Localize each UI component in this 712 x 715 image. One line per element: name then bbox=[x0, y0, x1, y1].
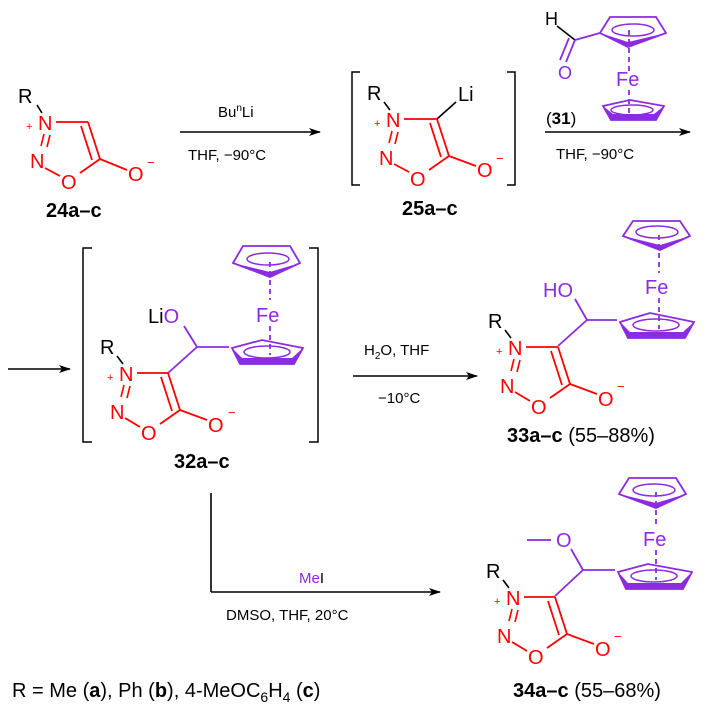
plus-charge: + bbox=[107, 372, 113, 384]
hydroxyl-group: HO bbox=[543, 280, 573, 302]
atom-n1: N bbox=[38, 113, 52, 135]
compound-34: Fe O R N + O − O N 34a–c (55–68%) bbox=[486, 477, 694, 702]
atom-o-exo: O bbox=[477, 160, 493, 182]
conditions-1: THF, −90°C bbox=[188, 147, 266, 164]
atom-n2: N bbox=[500, 376, 514, 398]
atom-n2: N bbox=[110, 402, 124, 424]
r-group: R bbox=[100, 337, 114, 359]
minus-charge: − bbox=[614, 629, 622, 644]
compound-25: R N + Li O − O N 25a–c bbox=[351, 71, 516, 220]
atom-o-ring: O bbox=[61, 172, 77, 194]
atom-o-exo: O bbox=[595, 639, 611, 661]
reagent-mei: MeI bbox=[299, 570, 324, 587]
atom-n1: N bbox=[508, 338, 522, 360]
label-33: 33a–c (55–88%) bbox=[507, 425, 655, 447]
atom-o-ring: O bbox=[410, 169, 426, 191]
label-24: 24a–c bbox=[46, 200, 102, 222]
atom-o-ring: O bbox=[528, 647, 544, 669]
atom-o-ring: O bbox=[141, 423, 157, 445]
r-group: R bbox=[488, 311, 502, 333]
atom-o-exo: O bbox=[598, 389, 614, 411]
plus-charge: + bbox=[374, 118, 380, 130]
plus-charge: + bbox=[494, 596, 500, 608]
atom-n1: N bbox=[506, 588, 520, 610]
atom-o-exo: O bbox=[208, 415, 224, 437]
atom-h: H bbox=[545, 9, 558, 29]
minus-charge: − bbox=[496, 151, 504, 166]
minus-charge: − bbox=[228, 405, 236, 420]
compound-31: H O Fe bbox=[545, 9, 668, 121]
atom-n1: N bbox=[386, 110, 400, 132]
atom-n2: N bbox=[30, 151, 44, 173]
compound-24: R N + O − O N 24a–c bbox=[18, 86, 155, 222]
reaction-arrow-1: BunLi THF, −90°C bbox=[180, 103, 321, 164]
atom-o-ring: O bbox=[531, 397, 547, 419]
bracket-right bbox=[309, 247, 319, 443]
compound-32: Fe LiO R N + O − O N 32a–c bbox=[82, 245, 319, 473]
conditions-3: −10°C bbox=[378, 390, 420, 407]
reaction-arrow-3: H2O, THF −10°C bbox=[353, 342, 478, 407]
atom-o-methoxy: O bbox=[556, 530, 572, 552]
atom-n2: N bbox=[379, 148, 393, 170]
atom-fe: Fe bbox=[256, 305, 279, 327]
r-group: R bbox=[18, 86, 32, 108]
compound-33: Fe HO R N + O − O N 33a–c (55–88%) bbox=[488, 220, 696, 447]
minus-charge: − bbox=[147, 155, 155, 170]
r-group: R bbox=[367, 83, 381, 105]
label-34: 34a–c (55–68%) bbox=[513, 680, 661, 702]
atom-fe: Fe bbox=[645, 277, 668, 299]
atom-li: Li bbox=[458, 84, 474, 106]
label-25: 25a–c bbox=[402, 198, 458, 220]
atom-n2: N bbox=[497, 626, 511, 648]
atom-o-exo: O bbox=[128, 164, 144, 186]
atom-o: O bbox=[558, 63, 572, 83]
reaction-arrow-2: H O Fe (31) THF, −90°C bbox=[545, 9, 691, 163]
atom-fe: Fe bbox=[616, 69, 639, 91]
atom-fe: Fe bbox=[643, 529, 666, 551]
minus-charge: − bbox=[617, 379, 625, 394]
reagent-water: H2O, THF bbox=[364, 342, 429, 362]
atom-n1: N bbox=[119, 364, 133, 386]
reaction-arrow-4: MeI DMSO, THF, 20°C bbox=[210, 493, 441, 624]
label-32: 32a–c bbox=[174, 451, 230, 473]
reagent-31: (31) bbox=[546, 109, 576, 128]
substituent-legend: R = Me (a), Ph (b), 4-MeOC6H4 (c) bbox=[12, 680, 320, 705]
bracket-right bbox=[507, 71, 516, 186]
conditions-4: DMSO, THF, 20°C bbox=[226, 607, 349, 624]
lio-group: LiO bbox=[148, 306, 179, 328]
bracket-left bbox=[351, 71, 360, 186]
r-group: R bbox=[486, 561, 500, 583]
bracket-left bbox=[82, 247, 92, 443]
conditions-2: THF, −90°C bbox=[556, 146, 634, 163]
plus-charge: + bbox=[26, 121, 32, 133]
plus-charge: + bbox=[496, 346, 502, 358]
reagent-buli: BunLi bbox=[218, 103, 254, 121]
